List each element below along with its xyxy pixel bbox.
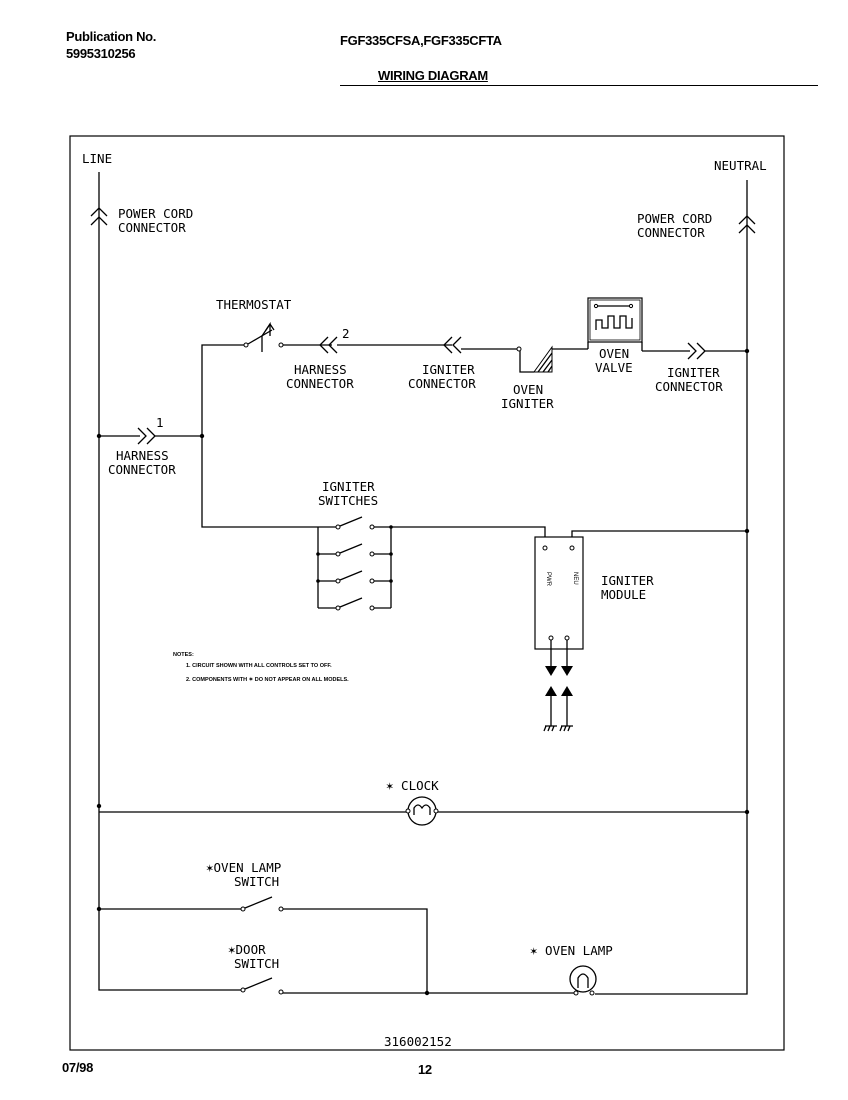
junction-dot	[744, 809, 750, 815]
svg-text:✶OVEN LAMP: ✶OVEN LAMP	[206, 860, 281, 875]
neutral-wire	[595, 180, 748, 995]
svg-text:IGNITER: IGNITER	[422, 362, 475, 377]
notes: NOTES: 1. CIRCUIT SHOWN WITH ALL CONTROL…	[173, 652, 349, 683]
line-wire	[98, 172, 241, 991]
svg-text:2. COMPONENTS WITH ✶ DO NOT AP: 2. COMPONENTS WITH ✶ DO NOT APPEAR ON AL…	[186, 676, 349, 683]
junction-dot	[96, 433, 102, 439]
svg-text:✶ OVEN LAMP: ✶ OVEN LAMP	[530, 943, 613, 958]
igniter-connector-left: IGNITER CONNECTOR	[408, 336, 476, 391]
svg-text:1. CIRCUIT SHOWN WITH ALL CONT: 1. CIRCUIT SHOWN WITH ALL CONTROLS SET T…	[186, 663, 332, 669]
svg-text:OVEN: OVEN	[599, 346, 629, 361]
junction-dot	[744, 348, 750, 354]
oven-igniter: OVEN IGNITER	[501, 345, 554, 411]
neutral-label: NEUTRAL	[714, 158, 767, 173]
svg-text:POWER CORD: POWER CORD	[637, 211, 712, 226]
wire-neutral-module	[571, 530, 747, 548]
svg-text:HARNESS: HARNESS	[294, 362, 347, 377]
svg-text:POWER CORD: POWER CORD	[118, 206, 193, 221]
harness-connector-2: 2 HARNESS CONNECTOR	[286, 326, 354, 391]
svg-text:NEU: NEU	[572, 572, 578, 585]
harness-connector-1: 1 HARNESS CONNECTOR	[108, 415, 176, 477]
svg-text:THERMOSTAT: THERMOSTAT	[216, 297, 292, 312]
svg-text:2: 2	[342, 326, 350, 341]
svg-text:MODULE: MODULE	[601, 587, 646, 602]
wire-lampswitch-right	[283, 908, 428, 994]
svg-text:IGNITER: IGNITER	[667, 365, 720, 380]
oven-valve: OVEN VALVE	[587, 297, 643, 375]
svg-text:CONNECTOR: CONNECTOR	[408, 376, 476, 391]
svg-text:SWITCH: SWITCH	[234, 874, 279, 889]
svg-text:IGNITER: IGNITER	[601, 573, 654, 588]
page-number: 12	[418, 1062, 432, 1077]
igniter-connector-right: IGNITER CONNECTOR	[655, 342, 723, 394]
svg-text:CONNECTOR: CONNECTOR	[118, 220, 186, 235]
line-label: LINE	[82, 151, 112, 166]
door-switch: ✶DOOR SWITCH	[228, 942, 284, 995]
svg-text:PWR: PWR	[545, 572, 551, 587]
junction-dot	[744, 528, 750, 534]
svg-text:SWITCHES: SWITCHES	[318, 493, 378, 508]
oven-lamp: ✶ OVEN LAMP	[530, 943, 613, 996]
header-rule	[340, 85, 818, 86]
clock-motor: ✶ CLOCK	[386, 778, 439, 826]
svg-text:HARNESS: HARNESS	[116, 448, 169, 463]
svg-text:CONNECTOR: CONNECTOR	[108, 462, 176, 477]
svg-text:CONNECTOR: CONNECTOR	[637, 225, 705, 240]
thermostat: THERMOSTAT	[216, 297, 292, 352]
junction-dot	[96, 803, 102, 809]
svg-text:1: 1	[156, 415, 164, 430]
svg-text:VALVE: VALVE	[595, 360, 633, 375]
svg-text:IGNITER: IGNITER	[322, 479, 375, 494]
wire-switches-module	[391, 526, 546, 548]
svg-text:NOTES:: NOTES:	[173, 652, 194, 658]
oven-lamp-switch: ✶OVEN LAMP SWITCH	[206, 860, 284, 912]
diagram-border	[69, 135, 785, 1051]
junction-dot	[424, 990, 430, 996]
publication-label: Publication No.	[66, 29, 157, 44]
svg-text:✶DOOR: ✶DOOR	[228, 942, 266, 957]
svg-text:✶ CLOCK: ✶ CLOCK	[386, 778, 439, 793]
svg-text:CONNECTOR: CONNECTOR	[286, 376, 354, 391]
thermostat-feed-wire	[201, 344, 244, 436]
svg-text:OVEN: OVEN	[513, 382, 543, 397]
igniter-switches: IGNITER SWITCHES	[316, 479, 393, 611]
date-code: 07/98	[62, 1060, 94, 1075]
power-cord-connector-right: POWER CORD CONNECTOR	[637, 211, 756, 240]
diagram-number: 316002152	[384, 1034, 452, 1049]
svg-text:IGNITER: IGNITER	[501, 396, 554, 411]
svg-text:SWITCH: SWITCH	[234, 956, 279, 971]
power-cord-connector-left: POWER CORD CONNECTOR	[90, 206, 193, 235]
publication-number: 5995310256	[66, 46, 136, 61]
igniter-module: PWR NEU IGNITER MODULE	[534, 536, 654, 732]
diagram-title: WIRING DIAGRAM	[378, 68, 488, 83]
model-numbers: FGF335CFSA,FGF335CFTA	[340, 33, 502, 48]
junction-dot	[96, 906, 102, 912]
wire-junction-switches	[201, 436, 318, 528]
svg-text:CONNECTOR: CONNECTOR	[655, 379, 723, 394]
